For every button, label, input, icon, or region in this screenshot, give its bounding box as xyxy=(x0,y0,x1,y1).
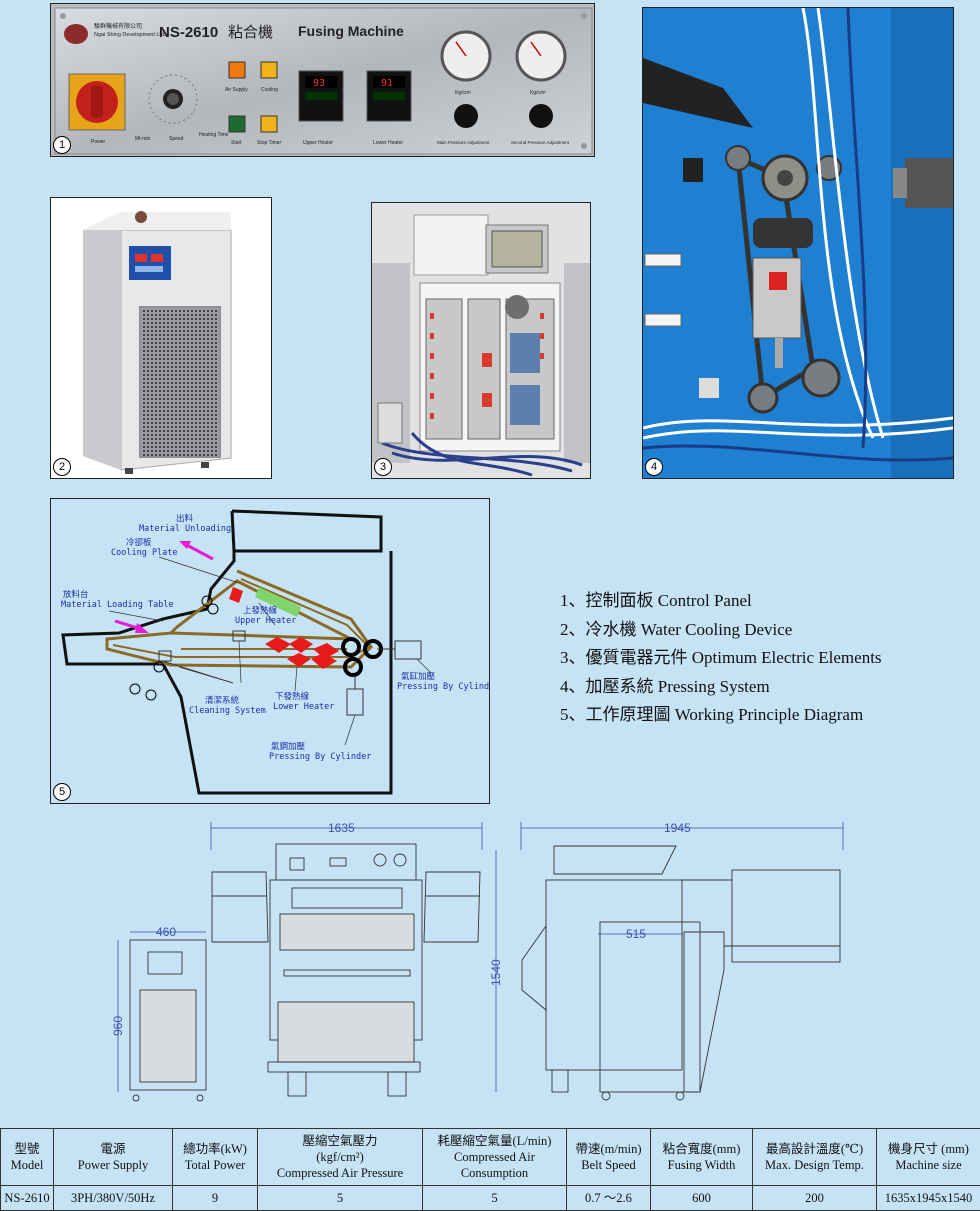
svg-text:Mt-min: Mt-min xyxy=(135,136,150,142)
photo-control-panel: 駿群機械有限公司 Ngai Shing Development Ltd. NS-… xyxy=(50,3,595,157)
chiller-illustration xyxy=(51,198,272,479)
label-cleaning-cn: 清潔系統 xyxy=(205,695,240,706)
label-cooling-plate-en: Cooling Plate xyxy=(111,548,178,558)
dim-machine-height: 1540 xyxy=(489,959,503,986)
dim-chiller-width: 460 xyxy=(156,925,176,939)
title-cn: 粘合機 xyxy=(228,24,273,41)
svg-text:Speed: Speed xyxy=(169,136,184,142)
label-cylinder1-cn: 氣缸加壓 xyxy=(401,671,436,682)
upper-heater-display: 93 xyxy=(313,78,325,89)
dim-front-width: 1635 xyxy=(328,821,355,835)
legend-item: 4、加壓系統 Pressing System xyxy=(560,673,882,702)
lower-heater-display: 91 xyxy=(381,78,393,89)
svg-text:Air Supply: Air Supply xyxy=(225,87,248,93)
label-cylinder2-en: Pressing By Cylinder xyxy=(269,752,371,762)
label-cylinder2-cn: 氣鋼加壓 xyxy=(271,741,306,752)
svg-text:Main Pressure Adjustment: Main Pressure Adjustment xyxy=(437,140,490,145)
title-en: Fusing Machine xyxy=(298,23,404,39)
table-cell: NS-2610 xyxy=(1,1186,54,1211)
label-unloading-en: Material Unloading xyxy=(139,524,231,534)
legend-item: 1、控制面板 Control Panel xyxy=(560,587,882,616)
table-cell: 5 xyxy=(258,1186,423,1211)
electric-cabinet-illustration xyxy=(372,203,591,479)
pressing-cylinder xyxy=(753,258,801,338)
photo-electric-elements: 3 xyxy=(371,202,591,479)
svg-text:Stop Timer: Stop Timer xyxy=(257,140,282,146)
svg-text:Cooling: Cooling xyxy=(261,87,278,93)
photo-number-4: 4 xyxy=(645,458,663,476)
header-cell: 總功率(kW)Total Power xyxy=(173,1129,258,1186)
table-cell: 3PH/380V/50Hz xyxy=(54,1186,173,1211)
start-button[interactable] xyxy=(229,116,245,132)
dim-chiller-height: 960 xyxy=(111,1016,125,1036)
dim-side-inner: 515 xyxy=(626,927,646,941)
technical-drawing: 1635 1945 460 515 960 1540 xyxy=(0,810,980,1126)
svg-text:Kg/cm²: Kg/cm² xyxy=(530,90,546,96)
photo-number-3: 3 xyxy=(374,458,392,476)
photo-water-cooling-device: 2 xyxy=(50,197,272,479)
pressing-system-illustration xyxy=(643,8,954,479)
company-name-cn: 駿群機械有限公司 xyxy=(94,22,142,30)
svg-text:Lower Heater: Lower Heater xyxy=(373,140,403,146)
svg-text:Second Pressure Adjustment: Second Pressure Adjustment xyxy=(511,140,570,145)
dim-side-width: 1945 xyxy=(664,821,691,835)
legend-list: 1、控制面板 Control Panel 2、冷水機 Water Cooling… xyxy=(560,587,882,730)
table-cell: 600 xyxy=(651,1186,753,1211)
table-row: NS-2610 3PH/380V/50Hz 9 5 5 0.7 ～2.6 600… xyxy=(1,1186,980,1211)
photo-number-1: 1 xyxy=(53,136,71,154)
chiller-display-panel[interactable] xyxy=(129,246,171,280)
legend-item: 5、工作原理圖 Working Principle Diagram xyxy=(560,701,882,730)
label-loading-table-cn: 放料台 xyxy=(63,589,89,600)
table-cell: 9 xyxy=(173,1186,258,1211)
header-cell: 壓縮空氣壓力(kgf/cm²)Compressed Air Pressure xyxy=(258,1129,423,1186)
table-cell: 200 xyxy=(753,1186,877,1211)
table-cell: 1635x1945x1540 xyxy=(877,1186,980,1211)
company-name-en: Ngai Shing Development Ltd. xyxy=(94,32,166,38)
svg-text:Kg/cm²: Kg/cm² xyxy=(455,90,471,96)
photo-pressing-system: 4 xyxy=(642,7,954,479)
header-cell: 最高設計溫度(℃)Max. Design Temp. xyxy=(753,1129,877,1186)
label-loading-table-en: Material Loading Table xyxy=(61,600,174,610)
cooling-lamp[interactable] xyxy=(261,62,277,78)
table-cell: 0.7 ～2.6 xyxy=(567,1186,651,1211)
label-unloading-cn: 出料 xyxy=(176,513,194,524)
label-upper-heater-en: Upper Heater xyxy=(235,616,296,626)
control-panel-illustration: 駿群機械有限公司 Ngai Shing Development Ltd. NS-… xyxy=(51,4,595,157)
second-pressure-knob[interactable] xyxy=(529,104,553,128)
header-cell: 粘合寬度(mm)Fusing Width xyxy=(651,1129,753,1186)
header-cell: 機身尺寸 (mm)Machine size xyxy=(877,1129,980,1186)
svg-text:Upper Heater: Upper Heater xyxy=(303,140,333,146)
header-cell: 帶速(m/min)Belt Speed xyxy=(567,1129,651,1186)
label-cooling-plate-cn: 冷卻板 xyxy=(126,537,152,548)
label-cleaning-en: Cleaning System xyxy=(189,706,266,716)
photo-number-5: 5 xyxy=(53,783,71,801)
working-principle-illustration: 出料 Material Unloading 冷卻板 Cooling Plate … xyxy=(51,499,490,804)
table-cell: 5 xyxy=(423,1186,567,1211)
stop-timer-button[interactable] xyxy=(261,116,277,132)
label-lower-heater-cn: 下發熱線 xyxy=(275,691,310,702)
working-principle-diagram: 出料 Material Unloading 冷卻板 Cooling Plate … xyxy=(50,498,490,804)
air-supply-lamp[interactable] xyxy=(229,62,245,78)
photo-number-2: 2 xyxy=(53,458,71,476)
label-upper-heater-cn: 上發熱線 xyxy=(243,605,278,616)
label-cylinder1-en: Pressing By Cylinder xyxy=(397,682,490,692)
company-logo xyxy=(64,24,88,44)
label-lower-heater-en: Lower Heater xyxy=(273,702,334,712)
legend-item: 3、優質電器元件 Optimum Electric Elements xyxy=(560,644,882,673)
main-pressure-knob[interactable] xyxy=(454,104,478,128)
model-label: NS-2610 xyxy=(159,24,218,41)
svg-text:Start: Start xyxy=(231,140,242,146)
legend-item: 2、冷水機 Water Cooling Device xyxy=(560,616,882,645)
svg-text:Heating Time: Heating Time xyxy=(199,132,229,138)
svg-text:Power: Power xyxy=(91,139,106,145)
